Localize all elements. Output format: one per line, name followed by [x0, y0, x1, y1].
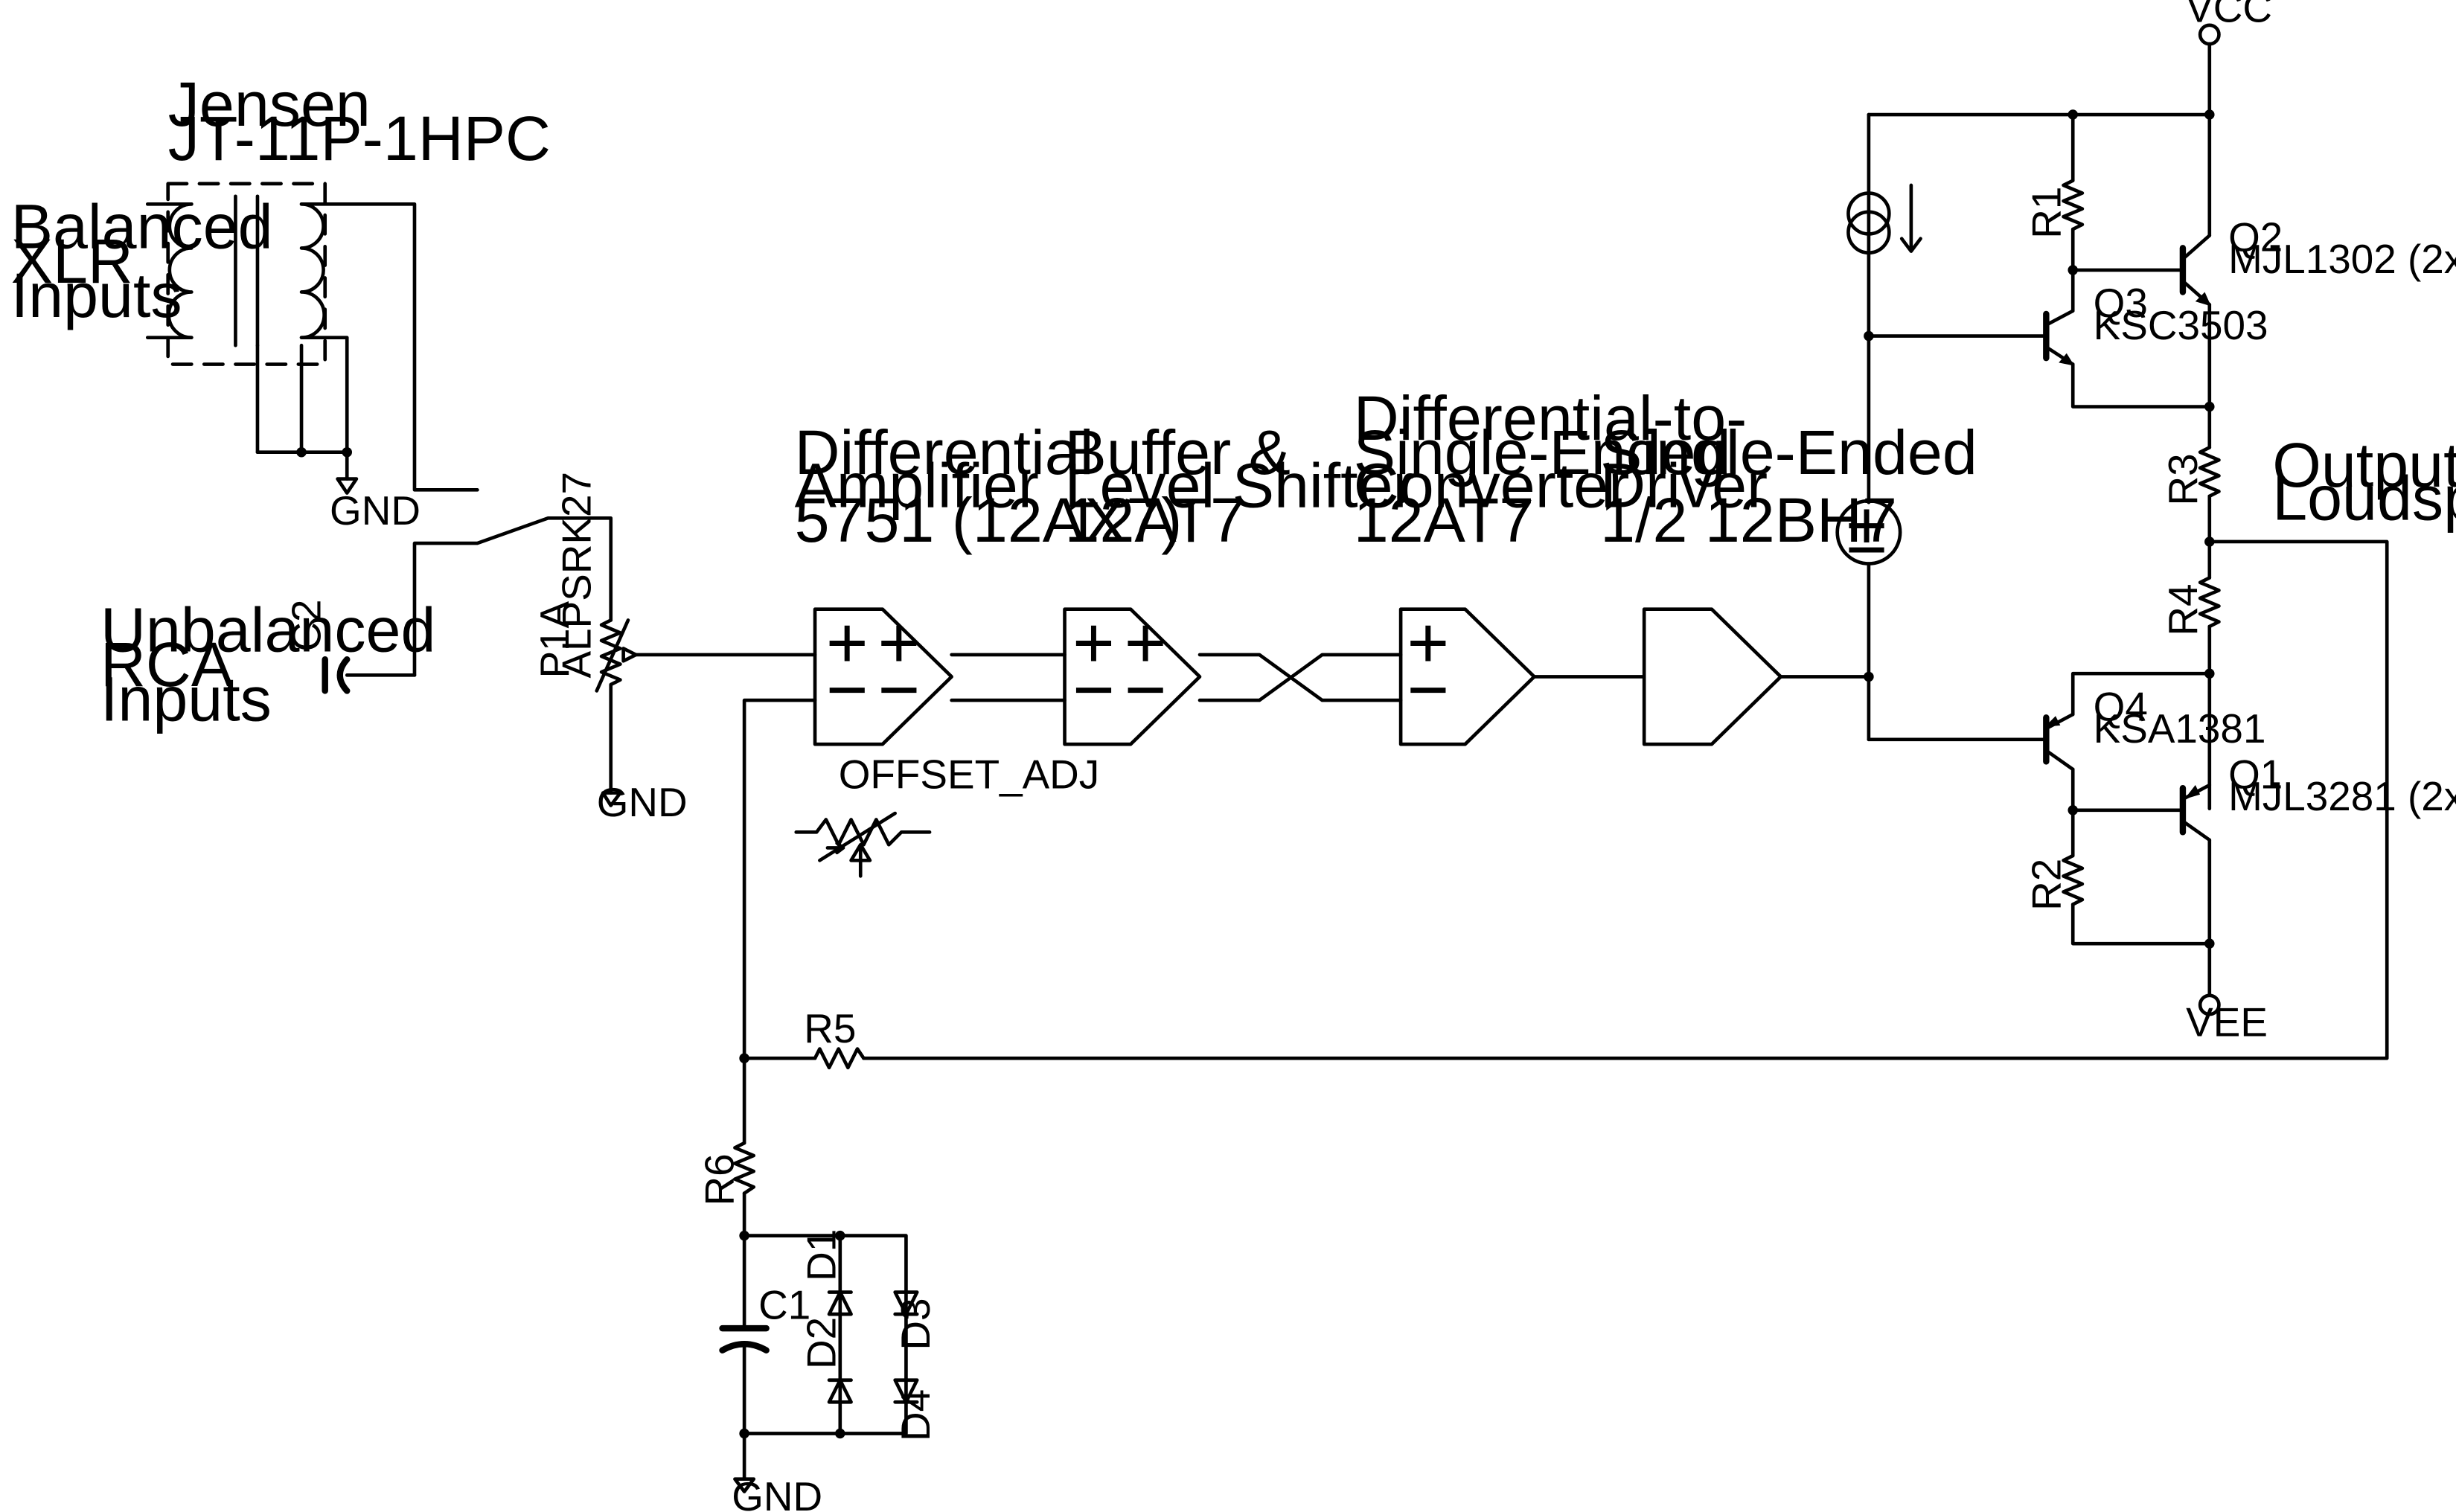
potentiometer-p1a [595, 618, 817, 807]
xlr-label-3: Inputs [11, 260, 182, 330]
d2-label: D2 [798, 1317, 844, 1369]
converter-label-3: Converter [1354, 451, 1630, 521]
d3-label: D3 [892, 1298, 938, 1351]
differential-amplifier [742, 607, 1066, 1060]
converter-label-1: Differential-to- [1354, 383, 1747, 453]
diff-amp-plus-2: + [877, 602, 920, 683]
c2-label: C2 [283, 600, 329, 652]
r5-label: R5 [804, 1005, 856, 1051]
diode-d4 [893, 1378, 919, 1404]
buffer-plus-2: + [1125, 602, 1167, 683]
buffer-minus-2: − [1125, 649, 1167, 730]
q3-label: Q3 [2094, 280, 2148, 326]
differential-to-single-ended-converter [1398, 607, 1646, 746]
rca-label-2: RCA [100, 630, 234, 699]
diff-amp-minus-2: − [877, 649, 920, 730]
converter-plus: + [1407, 602, 1450, 683]
offset-adjust-pot [794, 811, 932, 878]
driver-label-2: Driver [1600, 451, 1768, 521]
output-label-1: Output to [2272, 430, 2456, 500]
buffer-minus-1: − [1072, 649, 1115, 730]
buffer-label-3: 12AT7 [1065, 485, 1245, 555]
diff-amp-plus-1: + [826, 602, 869, 683]
gnd-label: GND [330, 487, 420, 534]
p1a-label: P1A [531, 600, 578, 678]
input-transformer [145, 182, 479, 495]
diff-amp-label-2: Amplifier [795, 451, 1039, 521]
p1a-part-label: ALPSRK27 [553, 472, 599, 679]
capacitor-c2 [322, 656, 417, 694]
single-ended-driver [1642, 607, 1871, 746]
c1-label: C1 [758, 1281, 810, 1327]
diode-d2 [827, 1378, 853, 1404]
buffer-plus-1: + [1072, 602, 1115, 683]
resistor-r4 [2198, 576, 2221, 629]
buffer-label-2: Level Shifter [1065, 451, 1414, 521]
gnd-label-2: GND [597, 779, 688, 825]
q4-label: Q4 [2094, 684, 2148, 730]
diode-d1 [827, 1290, 853, 1316]
floating-supply-symbol: ± [1846, 487, 1886, 568]
q1-part-label: MJL3281 (2x) [2228, 773, 2456, 819]
converter-minus: − [1407, 649, 1450, 730]
diff-amp-minus-1: − [826, 649, 869, 730]
q4-part-label: KSA1381 [2094, 705, 2266, 752]
resistor-r6 [733, 1141, 756, 1195]
resistor-r5 [813, 1047, 866, 1070]
r1-label: R1 [2023, 187, 2069, 239]
r3-label: R3 [2160, 453, 2206, 505]
converter-label-2: Single-Ended [1354, 417, 1731, 487]
r4-label: R4 [2160, 583, 2206, 635]
transformer-label-1: Jensen [168, 69, 371, 139]
output-stage [1835, 23, 2221, 1016]
buffer-label-1: Buffer & [1065, 417, 1291, 487]
driver-label-3: 1/2 12BH7 [1600, 485, 1897, 555]
q3-part-label: KSC3503 [2094, 302, 2268, 348]
vee-label: VEE [2186, 999, 2268, 1045]
vee-pin [2198, 993, 2221, 1016]
r2-label: R2 [2023, 859, 2069, 911]
buffer-level-shifter [1063, 607, 1403, 746]
q1-label: Q1 [2228, 751, 2283, 797]
converter-label-4: 12AT7 [1354, 485, 1534, 555]
rca-label-3: Inputs [100, 664, 272, 734]
gnd-label-3: GND [732, 1473, 822, 1512]
q2-label: Q2 [2228, 214, 2283, 260]
diff-amp-label-1: Differential [795, 417, 1094, 487]
rca-label-1: Unbalanced [100, 595, 435, 665]
d4-label: D4 [892, 1389, 938, 1441]
r6-label: R6 [696, 1153, 742, 1205]
vcc-label: VCC [2186, 0, 2272, 31]
feedback-network [719, 539, 2389, 1493]
resistor-r3 [2198, 446, 2221, 499]
resistor-r1 [2062, 179, 2085, 231]
xlr-label-1: Balanced [11, 191, 273, 261]
input-selector-switch [412, 516, 613, 677]
q2-part-label: MJL1302 (2x) [2228, 236, 2456, 282]
xlr-label-2: XLR [11, 226, 133, 296]
d1-label: D1 [798, 1229, 844, 1281]
gnd-symbol [336, 477, 359, 495]
resistor-r2 [2062, 853, 2085, 906]
diode-d3 [893, 1290, 919, 1316]
driver-label-1: Single-Ended [1600, 417, 1977, 487]
diff-amp-label-3: 5751 (12AX7) [795, 485, 1183, 555]
offset-adj-label: OFFSET_ADJ [839, 751, 1100, 797]
output-label-2: Loudspeaker [2272, 463, 2456, 533]
transformer-label-2: JT-11P-1HPC [168, 103, 551, 173]
